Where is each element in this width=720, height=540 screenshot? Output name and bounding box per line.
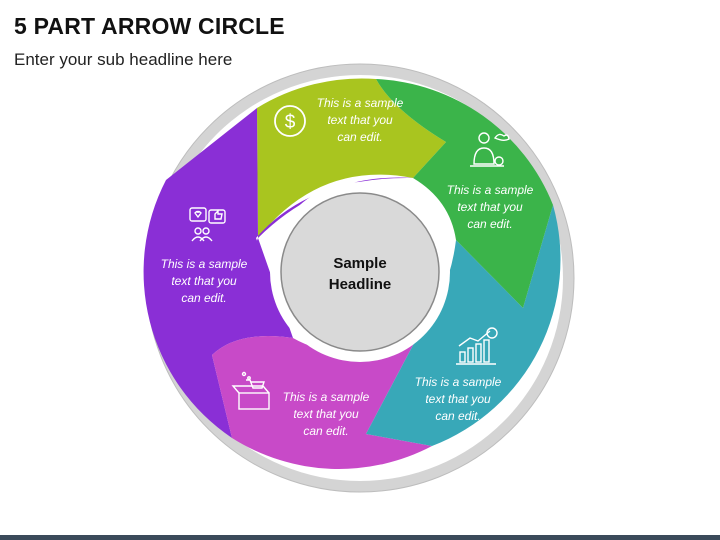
dollar-icon: $	[274, 105, 306, 137]
segment-text-line: text that you	[293, 407, 359, 421]
segment-text-line: can edit.	[467, 217, 512, 231]
segment-text-line: can edit.	[435, 409, 480, 423]
segment-text-line: can edit.	[303, 424, 348, 438]
svg-text:$: $	[285, 112, 296, 133]
segment-purple	[143, 108, 413, 438]
segment-text-line: can edit.	[181, 291, 226, 305]
social-feedback-icon	[189, 207, 226, 242]
segment-text-purple: This is a sample text that you can edit.	[161, 257, 248, 305]
center-disc	[280, 192, 440, 352]
footer-bar	[0, 535, 720, 540]
segment-text-line: text that you	[327, 113, 393, 127]
segment-text-line: text that you	[425, 392, 491, 406]
segment-magenta	[212, 332, 432, 469]
shopping-box-icon	[231, 371, 270, 410]
segment-text-line: This is a sample	[415, 375, 502, 389]
segment-text-line: This is a sample	[317, 96, 404, 110]
center-headline-line1: Sample	[333, 255, 386, 272]
segment-text-green: This is a sample text that you can edit.	[447, 183, 534, 231]
segment-teal	[366, 205, 561, 446]
page-subtitle: Enter your sub headline here	[14, 50, 233, 69]
segment-text-lime: This is a sample text that you can edit.	[317, 96, 404, 144]
segment-green	[376, 79, 553, 308]
segment-text-teal: This is a sample text that you can edit.	[415, 375, 502, 423]
page-title: 5 PART ARROW CIRCLE	[14, 13, 285, 39]
center-headline-line2: Headline	[329, 276, 392, 293]
segment-text-line: text that you	[457, 200, 523, 214]
segment-text-line: This is a sample	[161, 257, 248, 271]
businessman-gear-icon	[470, 132, 510, 167]
segment-text-line: text that you	[171, 274, 237, 288]
segment-text-magenta: This is a sample text that you can edit.	[283, 390, 370, 438]
segment-text-line: This is a sample	[283, 390, 370, 404]
growth-chart-icon	[456, 327, 498, 365]
segment-text-line: can edit.	[337, 130, 382, 144]
segment-text-line: This is a sample	[447, 183, 534, 197]
